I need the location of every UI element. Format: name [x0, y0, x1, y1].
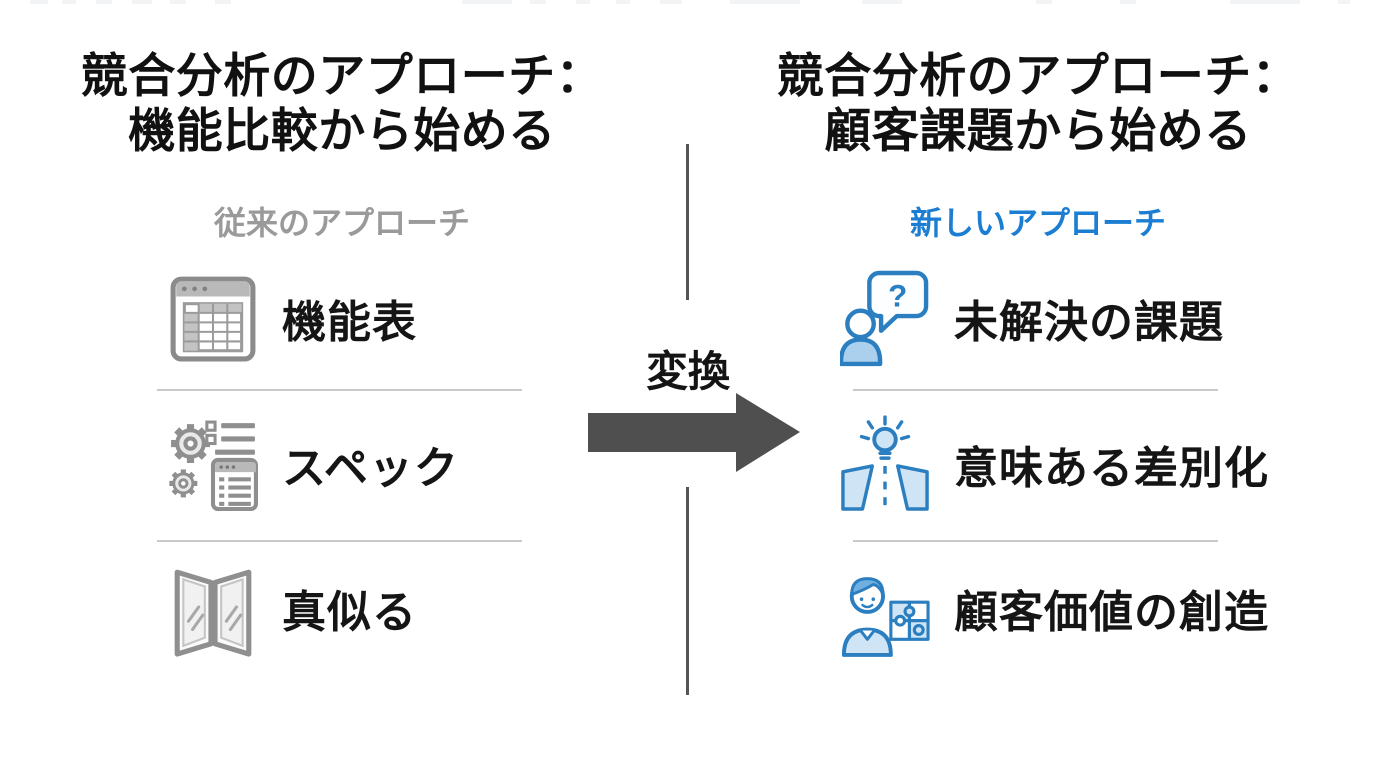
cropped-text-artifact: [530, 0, 546, 4]
cropped-text-artifact: [616, 0, 630, 4]
divider: [853, 540, 1218, 542]
cropped-text-artifact: [215, 0, 231, 4]
transform-label: 変換: [645, 348, 730, 395]
left-panel: 競合分析のアプローチ： 機能比較から始める 従来のアプローチ: [62, 0, 622, 768]
cropped-text-artifact: [30, 0, 48, 4]
list-item-label: スペック: [282, 444, 459, 493]
cropped-text-artifact: [1036, 0, 1052, 4]
right-title-line1: 競合分析のアプローチ：: [776, 49, 1300, 102]
left-title-line2: 機能比較から始める: [128, 104, 556, 158]
cropped-text-artifact: [1230, 0, 1300, 4]
cropped-text-artifact: [660, 0, 682, 4]
left-panel-subtitle: 従来のアプローチ: [213, 205, 470, 241]
cropped-text-artifact: [862, 0, 902, 4]
cropped-text-artifact: [462, 0, 512, 4]
list-item-customer-value-creation: 顧客価値の創造: [758, 558, 1318, 658]
cropped-text-artifact: [1338, 0, 1350, 4]
cropped-text-artifact: [62, 0, 76, 4]
list-item-label: 未解決の課題: [954, 298, 1224, 347]
cropped-text-artifact: [170, 0, 186, 4]
cropped-text-artifact: [576, 0, 590, 4]
person-question-icon: ?: [840, 269, 930, 367]
divider: [853, 389, 1218, 391]
list-item-label: 真似る: [282, 588, 417, 637]
folding-mirror-icon: [168, 559, 258, 657]
road-lightbulb-icon: [840, 415, 930, 513]
list-item-label: 意味ある差別化: [954, 444, 1269, 493]
left-title-line1: 競合分析のアプローチ：: [80, 49, 604, 102]
list-item-label: 顧客価値の創造: [954, 588, 1269, 637]
right-panel-subtitle: 新しいアプローチ: [909, 205, 1166, 241]
cropped-text-artifact: [730, 0, 800, 4]
list-item-meaningful-differentiation: 意味ある差別化: [758, 414, 1318, 514]
list-item-unsolved-problems: ? 未解決の課題: [758, 268, 1318, 368]
divider: [157, 389, 522, 391]
cropped-text-artifact: [132, 0, 152, 4]
list-item-imitate: 真似る: [62, 558, 622, 658]
list-item-label: 機能表: [282, 298, 417, 347]
right-panel-title: 競合分析のアプローチ： 顧客課題から始める: [758, 48, 1318, 159]
right-title-line2: 顧客課題から始める: [824, 104, 1252, 158]
feature-table-icon: [168, 269, 258, 367]
left-panel-title: 競合分析のアプローチ： 機能比較から始める: [62, 48, 622, 159]
question-mark: ?: [888, 278, 907, 313]
list-item-feature-table: 機能表: [62, 268, 622, 368]
person-puzzle-icon: [840, 559, 930, 657]
center-divider-line-bottom: [686, 487, 689, 695]
list-item-specs: スペック: [62, 414, 622, 514]
transform-arrow-icon: [588, 393, 800, 472]
gears-checklist-icon: [168, 415, 258, 513]
cropped-text-artifact: [96, 0, 112, 4]
divider: [157, 540, 522, 542]
cropped-text-artifact: [1120, 0, 1136, 4]
right-panel: 競合分析のアプローチ： 顧客課題から始める 新しいアプローチ ? 未解決の課題: [758, 0, 1318, 768]
center-divider-line-top: [686, 144, 689, 300]
